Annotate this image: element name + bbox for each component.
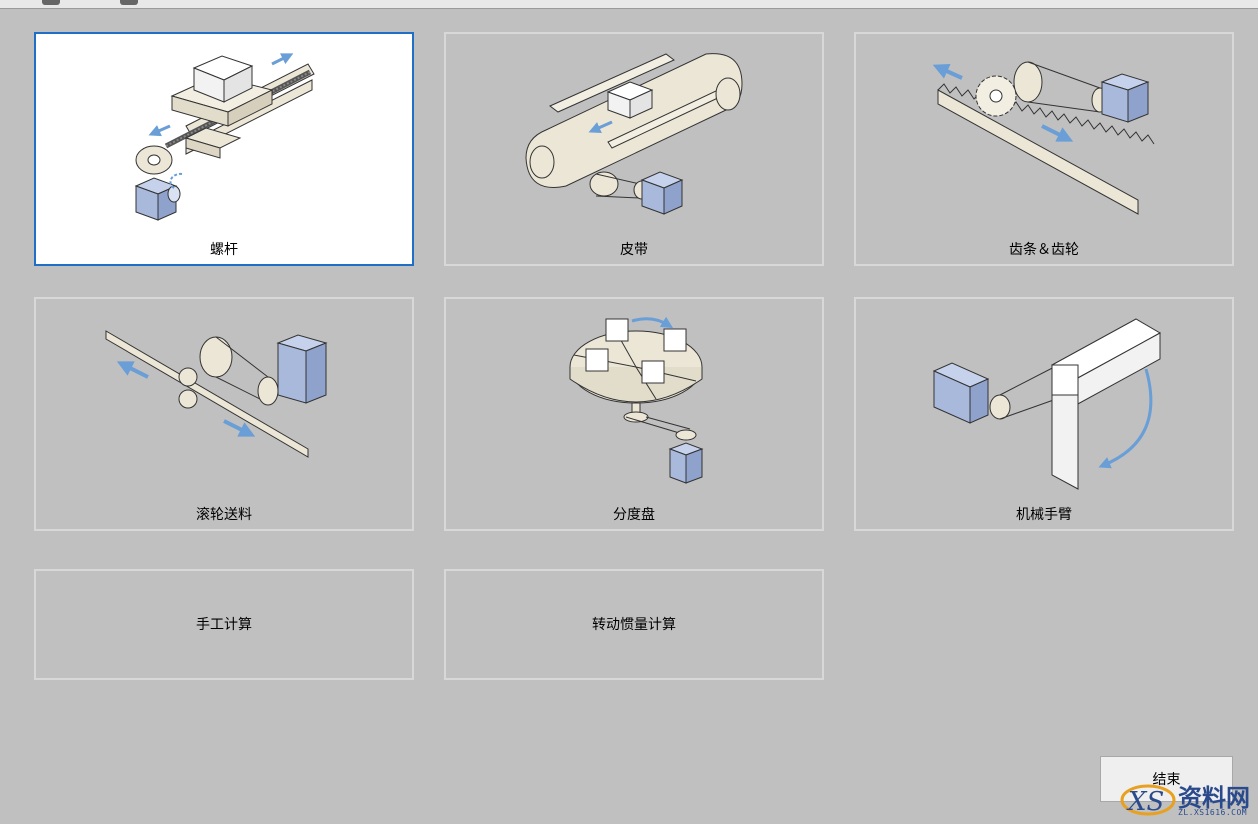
card-label: 转动惯量计算	[592, 616, 676, 633]
watermark-logo: XS 资料网 ZL.XS1616.COM	[1120, 776, 1258, 823]
card-roller-feed[interactable]: 滚轮送料	[34, 297, 414, 531]
card-lead-screw[interactable]: 螺杆	[34, 32, 414, 266]
top-strip	[0, 0, 1258, 9]
watermark-text: 资料网	[1178, 784, 1250, 812]
card-belt[interactable]: 皮带	[444, 32, 824, 266]
rack-pinion-illustration	[932, 61, 1155, 215]
svg-text:XS: XS	[1126, 787, 1164, 817]
card-label: 齿条＆齿轮	[1009, 242, 1079, 258]
strip-mark	[120, 0, 138, 5]
card-inertia-calc[interactable]: 转动惯量计算	[444, 569, 824, 680]
card-index-table[interactable]: 分度盘	[444, 297, 824, 531]
card-label: 滚轮送料	[196, 507, 252, 523]
belt-illustration	[525, 53, 743, 215]
xs-logo-icon: XS	[1120, 784, 1176, 817]
index-table-illustration	[569, 316, 704, 484]
card-manual-calc[interactable]: 手工计算	[34, 569, 414, 680]
card-label: 手工计算	[196, 616, 252, 633]
card-label: 机械手臂	[1016, 507, 1072, 523]
end-button[interactable]: 结束	[1100, 756, 1233, 802]
card-label: 分度盘	[613, 507, 655, 523]
strip-mark	[42, 0, 60, 5]
robot-arm-illustration	[932, 318, 1162, 490]
roller-feed-illustration	[105, 330, 328, 458]
card-label: 皮带	[620, 242, 648, 258]
lead-screw-illustration	[134, 53, 315, 221]
card-label: 螺杆	[210, 242, 238, 258]
card-rack-pinion[interactable]: 齿条＆齿轮	[854, 32, 1234, 266]
watermark-url: ZL.XS1616.COM	[1178, 808, 1248, 817]
card-robot-arm[interactable]: 机械手臂	[854, 297, 1234, 531]
